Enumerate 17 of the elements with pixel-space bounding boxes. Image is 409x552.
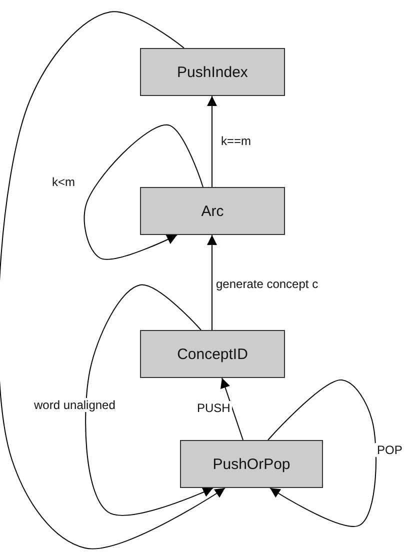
arrow xyxy=(207,96,217,188)
state-box: PushOrPop xyxy=(180,440,323,488)
edge-label: generate concept c xyxy=(214,277,320,291)
state-box: ConceptID xyxy=(140,330,285,378)
edge-label: k==m xyxy=(219,134,254,148)
edge-label: k<m xyxy=(50,175,78,189)
edge-label: word unaligned xyxy=(32,398,118,412)
arrow xyxy=(84,124,204,260)
arrow xyxy=(220,378,244,440)
arrow xyxy=(85,284,214,516)
arrow xyxy=(268,380,376,527)
state-box: Arc xyxy=(140,187,285,235)
arrow xyxy=(207,234,217,330)
state-box: PushIndex xyxy=(140,48,285,96)
arrow xyxy=(0,11,226,550)
edge-label: PUSH xyxy=(195,401,232,415)
edge-label: POP xyxy=(375,443,404,457)
